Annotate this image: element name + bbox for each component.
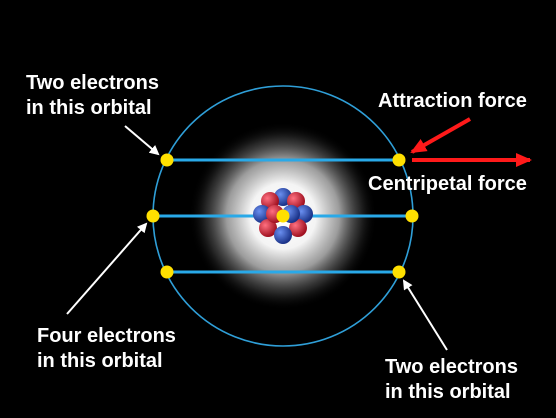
label-line: Two electrons (26, 71, 159, 96)
label-line: in this orbital (26, 96, 159, 121)
label-four-electrons: Four electrons in this orbital (37, 324, 176, 374)
label-line: in this orbital (385, 380, 518, 405)
pointer-arrow-four (67, 224, 146, 314)
electron (147, 210, 160, 223)
label-attraction-force: Attraction force (378, 89, 527, 114)
electron (161, 266, 174, 279)
attraction-force-arrow (412, 119, 470, 152)
label-two-electrons-top: Two electrons in this orbital (26, 71, 159, 121)
electron (161, 154, 174, 167)
electron (393, 266, 406, 279)
label-line: Attraction force (378, 89, 527, 114)
neutron (274, 226, 292, 244)
pointer-arrow-top-left (125, 126, 158, 154)
label-two-electrons-bottom: Two electrons in this orbital (385, 355, 518, 405)
electron (277, 210, 290, 223)
label-line: Four electrons (37, 324, 176, 349)
label-line: in this orbital (37, 349, 176, 374)
label-line: Two electrons (385, 355, 518, 380)
electron (406, 210, 419, 223)
electron (393, 154, 406, 167)
label-centripetal-force: Centripetal force (368, 172, 527, 197)
label-line: Centripetal force (368, 172, 527, 197)
pointer-arrow-bottom-right (404, 281, 447, 350)
